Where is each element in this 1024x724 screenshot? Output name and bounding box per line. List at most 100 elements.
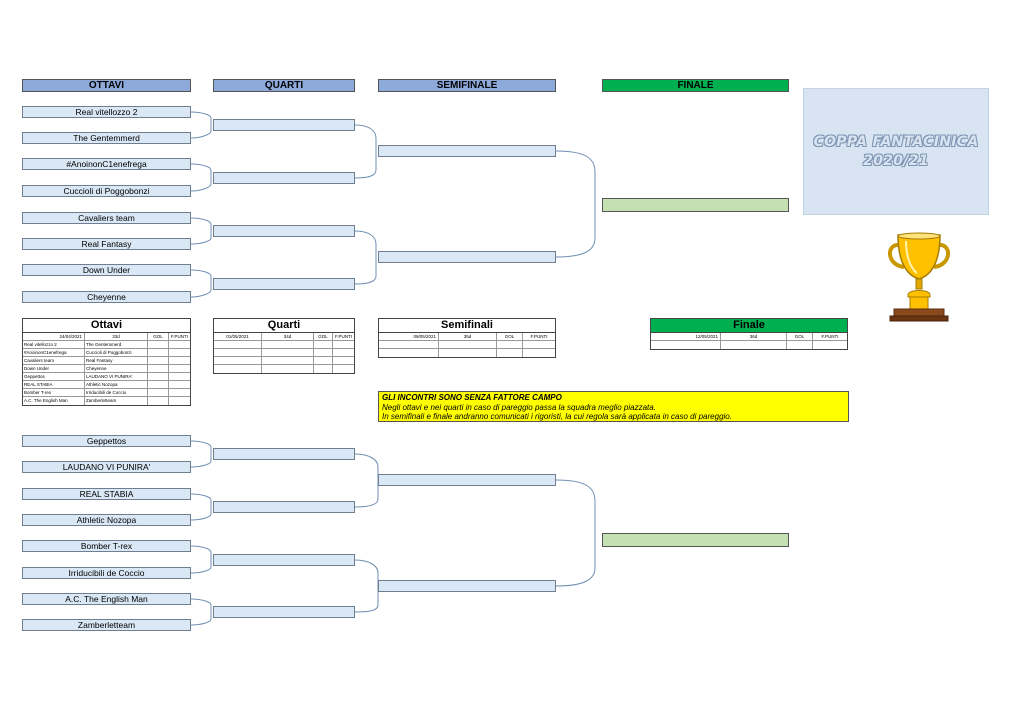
ottavi-table-title: Ottavi [23,319,190,333]
team-slot: REAL STABIA [22,488,191,500]
finale-slot [602,533,789,547]
quarti-slot [213,606,355,618]
table-header-row: 12/05/2021 36d GOL F.PUNTI [651,333,847,341]
away-team: Cheyenne [85,365,148,372]
rules-note: GLI INCONTRI SONO SENZA FATTORE CAMPO Ne… [378,391,849,422]
punti-cell [169,341,190,348]
table-row [379,341,555,349]
table-row [379,349,555,357]
table-row [214,341,354,349]
quarti-slot [213,278,355,290]
match-date: 12/05/2021 [651,333,721,340]
quarti-table-title: Quarti [214,319,354,333]
gol-cell [148,397,169,405]
gol-cell [148,357,169,364]
punti-cell [169,397,190,405]
semifinale-slot [378,251,556,263]
gol-cell [148,373,169,380]
semifinale-slot [378,145,556,157]
header-semifinale: SEMIFINALE [378,79,556,92]
team-slot: Cavaliers team [22,212,191,224]
quarti-slot [213,119,355,131]
rules-note-line: Negli ottavi e nei quarti in caso di par… [382,402,656,412]
team-slot: Cuccioli di Poggobonzi [22,185,191,197]
match-day: 34d [262,333,314,340]
punti-header: F.PUNTI [334,334,352,339]
quarti-slot [213,225,355,237]
home-team: Cavaliers team [23,357,85,364]
match-date: 01/05/2021 [214,333,262,340]
quarti-slot [213,172,355,184]
gol-header: GOL [787,333,813,340]
quarti-slot [213,501,355,513]
table-row [651,341,847,349]
punti-cell [169,365,190,372]
semifinali-table: Semifinali 09/05/2021 35d GOL F.PUNTI [378,318,556,358]
away-team: Athletic Nozopa [85,381,148,388]
team-slot: Irriducibili de Coccio [22,567,191,579]
home-team: Bomber T-rex [23,389,85,396]
match-day: 35d [439,333,497,340]
table-header-row: 24/04/2021 33d GOL F.PUNTI [23,333,190,341]
match-date: 24/04/2021 [23,333,85,340]
punti-cell [169,381,190,388]
home-team: REAL STABIA [23,381,85,388]
semifinale-slot [378,474,556,486]
gol-cell [148,349,169,356]
away-team: Zamberletteam [85,397,148,405]
home-team: Down Under [23,365,85,372]
team-slot: Down Under [22,264,191,276]
header-finale: FINALE [602,79,789,92]
team-slot: #AnoinonC1enefrega [22,158,191,170]
away-team: LAUDANO VI PUNIRA' [85,373,148,380]
finale-slot [602,198,789,212]
punti-header: F.PUNTI [530,334,548,339]
quarti-slot [213,448,355,460]
team-slot: Real Fantasy [22,238,191,250]
rules-note-title: GLI INCONTRI SONO SENZA FATTORE CAMPO [382,393,562,402]
finale-table-title: Finale [651,319,847,333]
away-team: Real Fantasy [85,357,148,364]
home-team: #AnoinonC1enefrega [23,349,85,356]
table-row [214,357,354,365]
team-slot: Bomber T-rex [22,540,191,552]
away-team: The Gentemmerd [85,341,148,348]
punti-header: F.PUNTI [821,334,839,339]
punti-header: F.PUNTI [170,334,188,339]
punti-cell [169,349,190,356]
match-day: 33d [85,333,148,340]
gol-cell [148,341,169,348]
coppa-title: COPPA FANTACINICA [813,133,979,150]
team-slot: LAUDANO VI PUNIRA' [22,461,191,473]
trophy-icon [888,232,950,322]
semifinale-slot [378,580,556,592]
home-team: A.C. The English Man [23,397,85,405]
quarti-table: Quarti 01/05/2021 34d GOL F.PUNTI [213,318,355,374]
coppa-season: 2020/21 [863,152,929,169]
table-header-row: 09/05/2021 35d GOL F.PUNTI [379,333,555,341]
team-slot: Zamberletteam [22,619,191,631]
team-slot: Athletic Nozopa [22,514,191,526]
punti-cell [169,357,190,364]
team-slot: Geppettos [22,435,191,447]
gol-cell [148,365,169,372]
team-slot: Real vitellozzo 2 [22,106,191,118]
home-team: Geppettos [23,373,85,380]
team-slot: Cheyenne [22,291,191,303]
coppa-banner: COPPA FANTACINICA 2020/21 [803,88,989,215]
team-slot: A.C. The English Man [22,593,191,605]
gol-cell [148,381,169,388]
rules-note-line: In semifinali e finale andranno comunica… [382,412,732,421]
team-slot: The Gentemmerd [22,132,191,144]
quarti-slot [213,554,355,566]
gol-cell [148,389,169,396]
punti-cell [169,373,190,380]
finale-table: Finale 12/05/2021 36d GOL F.PUNTI [650,318,848,350]
match-day: 36d [721,333,787,340]
